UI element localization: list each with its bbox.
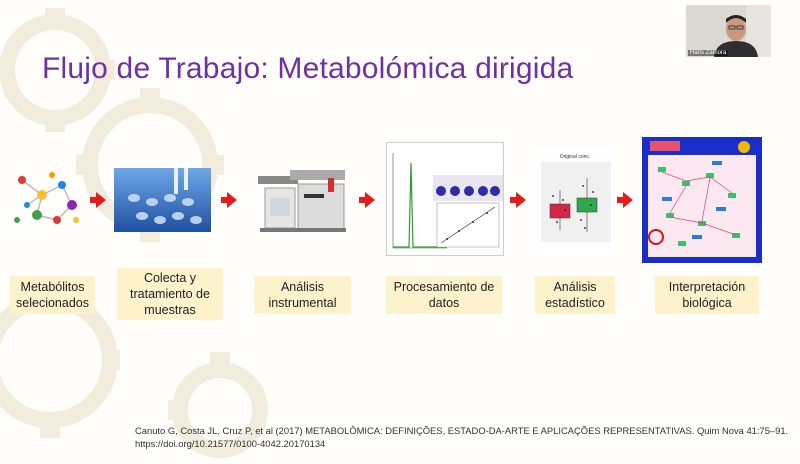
citation-doi-link[interactable]: https://doi.org/10.21577/0100-4042.20170… <box>135 438 326 449</box>
step-label-1: Metabólitos selecionados <box>10 276 95 314</box>
step-label-3: Análisis instrumental <box>254 276 351 314</box>
step-label-6: Interpretación biológica <box>655 276 759 314</box>
chromatogram-image <box>386 142 504 256</box>
citation: Canuto G, Costa JL, Cruz P, et al (2017)… <box>135 424 789 450</box>
step-label-4: Procesamiento de datos <box>386 276 502 314</box>
presenter-name: Hans Zamora <box>688 50 729 56</box>
molecules-image <box>12 170 84 232</box>
citation-reference: Canuto G, Costa JL, Cruz P, et al (2017)… <box>135 425 789 436</box>
presenter-video[interactable]: Hans Zamora <box>686 5 771 57</box>
arrow-3 <box>359 192 375 208</box>
boxplot-title: Original conc. <box>560 154 591 160</box>
sample-plate-image <box>114 168 211 232</box>
mass-spectrometer-image <box>250 168 350 236</box>
presenter-avatar-icon <box>686 5 771 57</box>
step-label-5: Análisis estadístico <box>535 276 615 314</box>
step-label-2: Colecta y tratamiento de muestras <box>117 268 223 320</box>
arrow-4 <box>510 192 526 208</box>
arrow-2 <box>221 192 237 208</box>
arrow-1 <box>90 192 106 208</box>
boxplot-image: Original conc. <box>535 150 615 254</box>
arrow-5 <box>617 192 633 208</box>
pathway-map-image <box>642 137 762 263</box>
slide-title: Flujo de Trabajo: Metabolómica dirigida <box>42 52 574 85</box>
